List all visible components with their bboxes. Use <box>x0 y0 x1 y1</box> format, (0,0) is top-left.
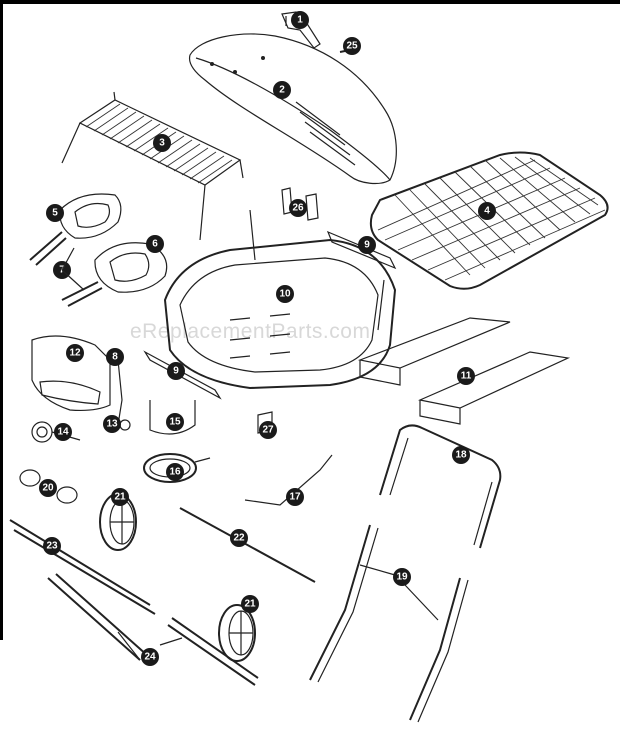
callout-24: 24 <box>141 648 159 666</box>
svg-text:23: 23 <box>46 541 58 552</box>
svg-text:21: 21 <box>244 599 256 610</box>
part-wire-bracket <box>244 454 333 506</box>
svg-text:22: 22 <box>233 533 245 544</box>
callout-12: 12 <box>66 344 84 362</box>
part-cooking-grate <box>369 151 609 290</box>
svg-text:19: 19 <box>396 572 408 583</box>
top-border <box>0 0 620 4</box>
part-igniter <box>117 359 131 431</box>
svg-text:17: 17 <box>289 492 301 503</box>
part-control-panel <box>31 335 111 412</box>
callout-6: 6 <box>146 235 164 253</box>
left-border <box>0 0 3 640</box>
part-wheel-lower <box>218 604 256 662</box>
svg-text:5: 5 <box>52 208 58 219</box>
svg-text:3: 3 <box>159 138 165 149</box>
svg-text:20: 20 <box>42 483 54 494</box>
part-burner-lower <box>61 242 168 307</box>
part-warming-rack <box>61 91 244 241</box>
svg-text:1: 1 <box>297 15 303 26</box>
callout-9-upper: 9 <box>358 236 376 254</box>
callout-21-upper: 21 <box>111 488 129 506</box>
callout-1: 1 <box>291 11 309 29</box>
svg-text:27: 27 <box>262 425 274 436</box>
svg-text:4: 4 <box>484 206 490 217</box>
callout-19: 19 <box>393 568 411 586</box>
callout-26: 26 <box>289 199 307 217</box>
callout-25: 25 <box>343 37 361 55</box>
part-front-leg <box>9 519 156 615</box>
callout-2: 2 <box>273 81 291 99</box>
callout-17: 17 <box>286 488 304 506</box>
part-tank-holder <box>149 400 196 435</box>
svg-text:2: 2 <box>279 85 285 96</box>
callout-9-lower: 9 <box>167 362 185 380</box>
svg-text:8: 8 <box>112 352 118 363</box>
part-axle <box>179 507 316 583</box>
part-caps <box>19 469 78 504</box>
svg-text:24: 24 <box>144 652 156 663</box>
svg-text:11: 11 <box>461 371 472 382</box>
callout-4: 4 <box>478 202 496 220</box>
callout-14: 14 <box>54 423 72 441</box>
svg-text:10: 10 <box>279 289 291 300</box>
part-heat-shield-lower <box>143 350 222 400</box>
callout-18: 18 <box>452 446 470 464</box>
callout-27: 27 <box>259 421 277 439</box>
part-rear-legs <box>47 573 259 686</box>
callout-16: 16 <box>166 463 184 481</box>
callout-15: 15 <box>166 413 184 431</box>
part-burner-upper <box>29 193 122 266</box>
svg-text:9: 9 <box>364 240 370 251</box>
callout-13: 13 <box>103 415 121 433</box>
svg-text:12: 12 <box>69 348 81 359</box>
svg-text:9: 9 <box>173 366 179 377</box>
callout-21-lower: 21 <box>241 595 259 613</box>
part-firebox <box>163 209 397 390</box>
svg-text:25: 25 <box>346 41 358 52</box>
callout-22: 22 <box>230 529 248 547</box>
callout-11: 11 <box>457 367 475 385</box>
callout-8: 8 <box>106 348 124 366</box>
watermark-text: eReplacementParts.com <box>130 320 370 343</box>
part-lid <box>188 33 397 185</box>
svg-text:18: 18 <box>455 450 467 461</box>
part-leg-frame <box>379 424 502 549</box>
part-legs <box>309 524 469 723</box>
svg-text:14: 14 <box>57 427 69 438</box>
svg-text:6: 6 <box>152 239 158 250</box>
leader-lines <box>61 247 183 661</box>
svg-text:15: 15 <box>169 417 181 428</box>
svg-text:21: 21 <box>114 492 126 503</box>
callout-20: 20 <box>39 479 57 497</box>
callout-3: 3 <box>153 134 171 152</box>
svg-text:16: 16 <box>169 467 181 478</box>
callout-5: 5 <box>46 204 64 222</box>
part-grease-pan <box>143 453 211 483</box>
callout-23: 23 <box>43 537 61 555</box>
callout-10: 10 <box>276 285 294 303</box>
svg-text:13: 13 <box>106 419 118 430</box>
svg-text:26: 26 <box>292 203 304 214</box>
part-side-shelves <box>357 317 571 425</box>
